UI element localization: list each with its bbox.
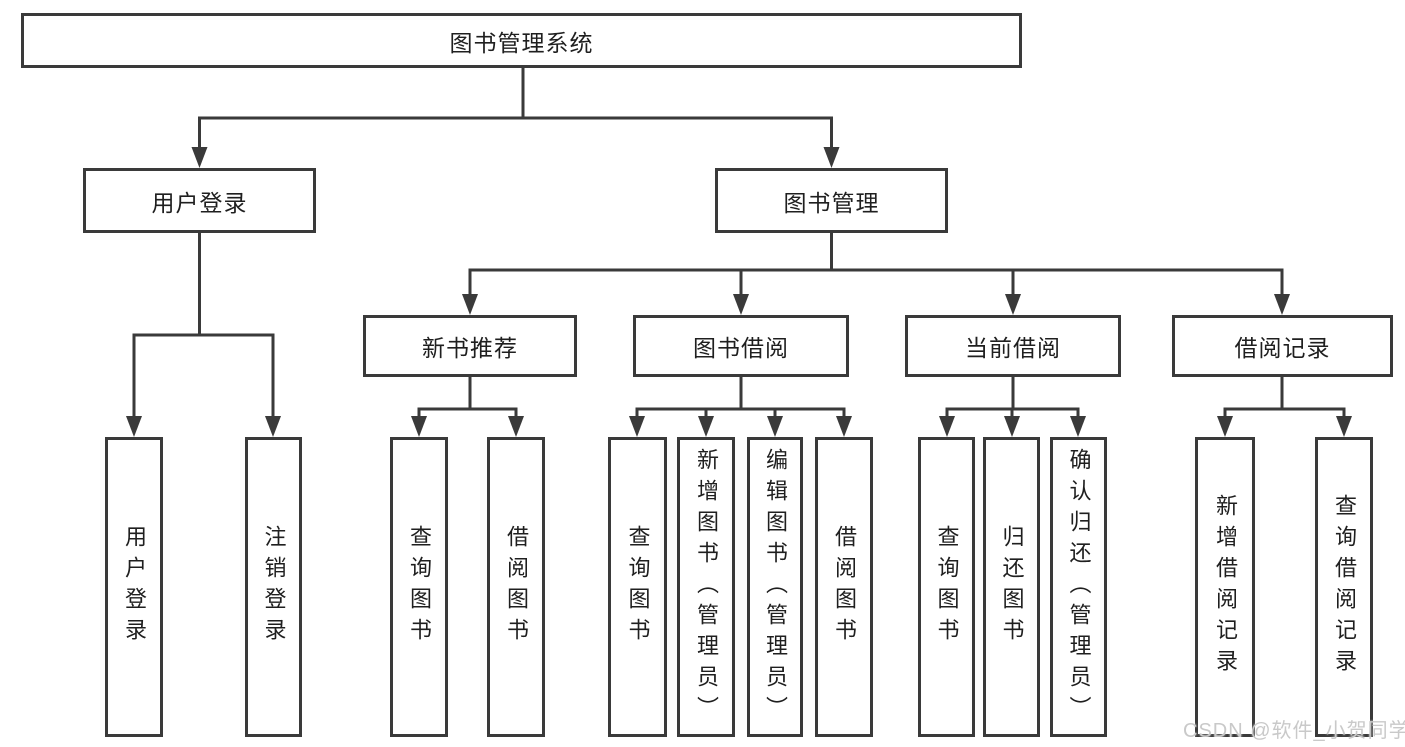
leaf-return-books: 归还图书 <box>983 437 1040 737</box>
leaf-label: 注销登录 <box>261 525 287 649</box>
node-book-management-branch: 图书管理 <box>715 168 948 233</box>
node-new-book-recommend: 新书推荐 <box>363 315 577 377</box>
leaf-query-borrow-record: 查询借阅记录 <box>1315 437 1373 737</box>
leaf-query-books-recommend: 查询图书 <box>390 437 448 737</box>
node-root-label: 图书管理系统 <box>449 29 594 56</box>
arrowheads <box>126 147 1352 437</box>
node-label: 新书推荐 <box>422 335 518 361</box>
node-book-borrow: 图书借阅 <box>633 315 849 377</box>
leaf-label: 编辑图书（管理员） <box>763 447 788 727</box>
leaf-logout: 注销登录 <box>245 437 302 737</box>
leaf-label: 查询借阅记录 <box>1332 494 1357 680</box>
node-label: 当前借阅 <box>965 335 1061 361</box>
leaf-label: 用户登录 <box>122 525 147 649</box>
leaf-label: 归还图书 <box>999 525 1025 649</box>
leaf-label: 借阅图书 <box>504 525 529 649</box>
leaf-query-books-borrow: 查询图书 <box>608 437 667 737</box>
leaf-confirm-return-admin: 确认归还（管理员） <box>1050 437 1107 737</box>
node-label: 图书管理 <box>783 189 880 216</box>
leaf-add-borrow-record: 新增借阅记录 <box>1195 437 1255 737</box>
leaf-borrow-books: 借阅图书 <box>815 437 873 737</box>
node-user-login-branch: 用户登录 <box>83 168 316 233</box>
leaf-borrow-books-recommend: 借阅图书 <box>487 437 545 737</box>
node-label: 图书借阅 <box>693 335 789 361</box>
leaf-label: 借阅图书 <box>832 525 857 649</box>
leaf-label: 查询图书 <box>625 525 651 649</box>
leaf-label: 确认归还（管理员） <box>1066 447 1092 727</box>
leaf-label: 新增图书（管理员） <box>694 447 719 727</box>
node-label: 借阅记录 <box>1234 335 1331 361</box>
leaf-edit-books-admin: 编辑图书（管理员） <box>747 437 803 737</box>
leaf-add-books-admin: 新增图书（管理员） <box>677 437 735 737</box>
node-root: 图书管理系统 <box>21 13 1022 68</box>
node-label: 用户登录 <box>151 189 248 216</box>
csdn-watermark: CSDN @软件_小贺同学 <box>1183 720 1405 742</box>
leaf-query-books-current: 查询图书 <box>918 437 975 737</box>
leaf-label: 查询图书 <box>934 525 960 649</box>
leaf-user-login: 用户登录 <box>105 437 163 737</box>
leaf-label: 查询图书 <box>407 525 432 649</box>
node-current-borrow: 当前借阅 <box>905 315 1121 377</box>
node-borrow-records: 借阅记录 <box>1172 315 1393 377</box>
leaf-label: 新增借阅记录 <box>1213 494 1238 680</box>
